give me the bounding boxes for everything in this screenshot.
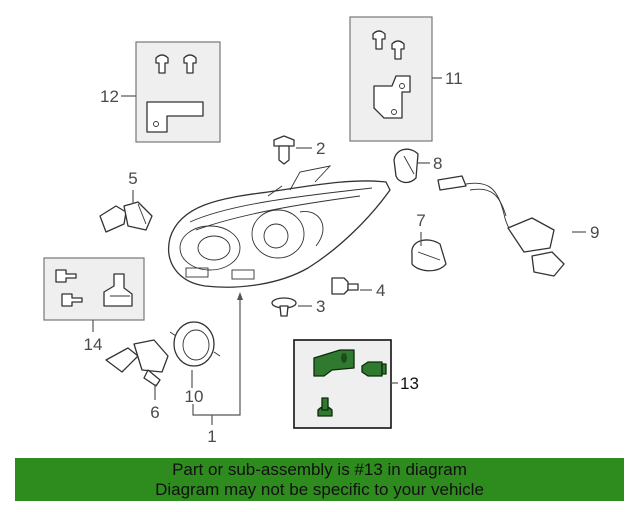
callout-1: 1 bbox=[207, 427, 216, 446]
callout-3: 3 bbox=[316, 297, 325, 316]
bulb-icon[interactable] bbox=[99, 201, 153, 233]
callout-5: 5 bbox=[128, 169, 137, 188]
banner-line-2: Diagram may not be specific to your vehi… bbox=[155, 480, 484, 499]
callout-7: 7 bbox=[416, 211, 425, 230]
clip-icon bbox=[155, 54, 197, 74]
screw-icon[interactable] bbox=[331, 277, 359, 295]
callout-9: 9 bbox=[590, 223, 599, 242]
callout-11: 11 bbox=[445, 69, 463, 88]
socket-icon[interactable] bbox=[169, 321, 221, 367]
bracket-icon bbox=[146, 101, 204, 133]
bulb-icon[interactable] bbox=[393, 148, 419, 184]
part-box-12[interactable] bbox=[135, 41, 221, 143]
callout-8: 8 bbox=[433, 154, 442, 173]
harness-icon[interactable] bbox=[437, 175, 565, 277]
info-banner: Part or sub-assembly is #13 in diagram D… bbox=[15, 458, 624, 501]
callout-14: 14 bbox=[84, 335, 103, 354]
bracket-icon bbox=[313, 349, 355, 377]
clip-icon[interactable] bbox=[271, 297, 297, 317]
banner-line-1: Part or sub-assembly is #13 in diagram bbox=[172, 460, 467, 479]
clip-icon bbox=[372, 30, 405, 60]
socket-icon bbox=[103, 273, 133, 307]
callout-10: 10 bbox=[185, 387, 204, 406]
callout-13: 13 bbox=[400, 374, 419, 393]
bulb-icon[interactable] bbox=[105, 339, 169, 387]
clip-icon bbox=[317, 397, 333, 417]
part-box-14[interactable] bbox=[43, 257, 145, 321]
bulb-icon[interactable] bbox=[411, 239, 447, 272]
part-box-13[interactable] bbox=[293, 339, 392, 429]
callout-6: 6 bbox=[150, 403, 159, 422]
callout-2: 2 bbox=[316, 139, 325, 158]
bracket-icon bbox=[373, 75, 411, 119]
headlamp-assembly-icon[interactable] bbox=[168, 165, 391, 288]
callout-4: 4 bbox=[376, 281, 385, 300]
screw-icon[interactable] bbox=[273, 135, 295, 165]
callout-12: 12 bbox=[100, 87, 119, 106]
screw-icon bbox=[361, 361, 387, 377]
part-box-11[interactable] bbox=[349, 16, 433, 142]
screw-icon bbox=[55, 269, 83, 307]
